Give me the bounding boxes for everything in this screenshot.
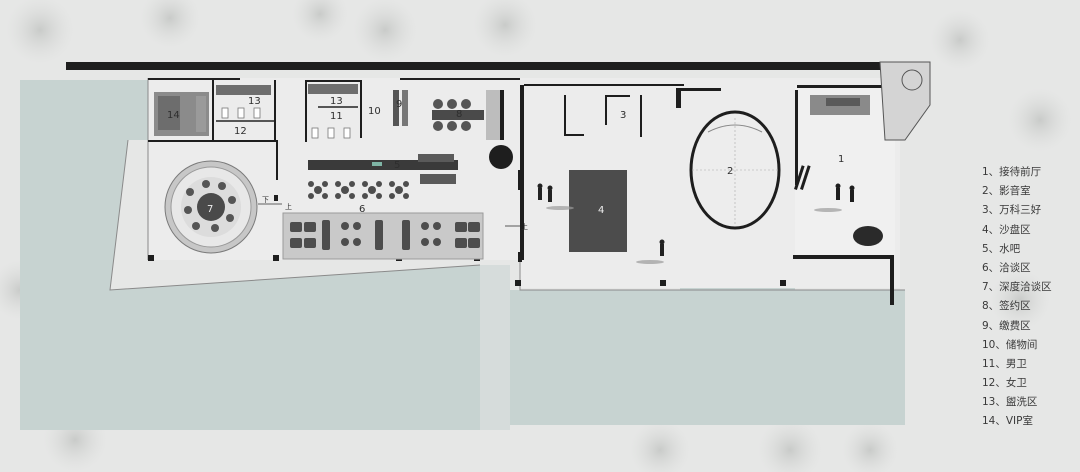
room-number-3: 3	[620, 110, 626, 121]
legend-item: 1、接待前厅	[982, 166, 1042, 178]
cinema-ellipse	[689, 110, 781, 230]
water-bar	[308, 154, 458, 184]
room-numbers: 1 2 3 4 5 6 7 8 9 10 11 12 13 13 14	[167, 96, 844, 216]
room-number-1: 1	[838, 154, 844, 165]
legend-item: 3、万科三好	[982, 204, 1042, 217]
signing-area-furniture	[432, 90, 513, 169]
legend-item: 13、盥洗区	[982, 396, 1038, 409]
room-number-6: 6	[359, 204, 365, 215]
room-number-8: 8	[456, 109, 462, 120]
walls	[66, 62, 905, 305]
legend-item: 4、沙盘区	[982, 223, 1031, 236]
room-number-10: 10	[368, 106, 381, 117]
reception-furniture	[794, 95, 883, 246]
legend-item: 6、洽谈区	[982, 261, 1031, 274]
legend-item: 9、缴费区	[982, 319, 1031, 332]
legend-item: 12、女卫	[982, 377, 1027, 390]
legend-item: 8、签约区	[982, 300, 1031, 313]
room-number-13b: 13	[330, 96, 343, 107]
vip-room-furniture	[154, 92, 209, 136]
storage-shelves	[393, 90, 408, 126]
legend-item: 10、储物间	[982, 338, 1038, 351]
entry-stair	[879, 61, 931, 141]
legend-item: 14、VIP室	[982, 415, 1033, 428]
deep-negotiation-area	[164, 160, 258, 254]
mark-up-right: 上	[521, 222, 528, 231]
room-number-2: 2	[727, 166, 733, 177]
room-number-11: 11	[330, 111, 343, 122]
room-number-14: 14	[167, 110, 180, 121]
mark-down: 下	[262, 196, 269, 204]
room-number-5: 5	[394, 160, 400, 171]
room-number-13a: 13	[248, 96, 261, 107]
room-number-9: 9	[396, 99, 402, 110]
legend-item: 11、男卫	[982, 357, 1027, 370]
outline-edges	[109, 78, 905, 291]
room-number-12: 12	[234, 126, 247, 137]
legend: 1、接待前厅 2、影音室 3、万科三好 4、沙盘区 5、水吧 6、洽谈区 7、深…	[982, 163, 1076, 432]
room-number-4: 4	[598, 205, 604, 216]
legend-item: 2、影音室	[982, 185, 1031, 198]
room-number-7: 7	[207, 204, 213, 215]
sandbox-model	[537, 170, 665, 264]
level-marks: 下 上 上	[258, 196, 528, 231]
washroom-fixtures	[216, 84, 358, 139]
lounge-area	[282, 212, 484, 260]
legend-item: 5、水吧	[982, 242, 1021, 255]
legend-item: 7、深度洽谈区	[982, 281, 1052, 294]
chair-clusters	[308, 181, 409, 199]
mark-up-left: 上	[285, 202, 292, 211]
